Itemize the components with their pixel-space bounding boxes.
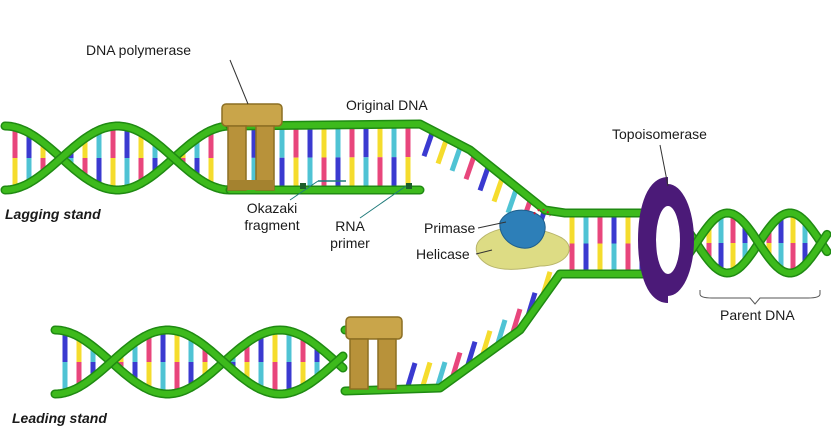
unpaired-base: [510, 308, 523, 333]
primase-label: Primase: [424, 220, 476, 236]
okazaki-fragment-label-line1: Okazaki: [246, 200, 298, 216]
okazaki-fragment-label-line2: fragment: [244, 217, 300, 233]
helicase-label: Helicase: [416, 246, 470, 262]
dna-polymerase-base: [228, 180, 274, 190]
unpaired-base: [435, 361, 448, 386]
topoisomerase-ring-hole: [656, 206, 680, 274]
okazaki-leader: [289, 180, 319, 201]
rna-primer-dots: [533, 208, 551, 217]
primase-body: [499, 209, 546, 249]
unpaired-base: [505, 188, 519, 214]
enzymes: [221, 103, 694, 390]
unpaired-base: [491, 177, 505, 203]
dna-polymerase-leading-leg-right: [377, 338, 397, 390]
dna-polymerase-label: DNA polymerase: [86, 42, 192, 58]
lagging-strand-label: Lagging stand: [5, 206, 101, 222]
rna-primer-label-line2: primer: [330, 235, 370, 251]
unpaired-base: [477, 166, 491, 192]
unpaired-base: [420, 361, 433, 387]
unpaired-base: [421, 132, 435, 158]
lagging-helix-strand-a: [2, 123, 233, 193]
topoisomerase-label: Topoisomerase: [612, 126, 707, 142]
topoisomerase-ring-front: [638, 177, 671, 303]
leading-template-strand: [342, 271, 671, 394]
rna-primer-label-line1: RNA: [335, 218, 365, 234]
leading-strand-label: Leading stand: [12, 410, 107, 426]
leading-helix-strand-a: [52, 327, 346, 397]
dna-polymerase-leading-leg-left: [349, 338, 369, 390]
okazaki-fragment-end: [300, 183, 306, 189]
label-leader-lines: [229, 59, 821, 305]
primase-leader: [477, 221, 507, 229]
unpaired-base: [450, 351, 463, 377]
unpaired-base: [435, 139, 449, 165]
dna-polymerase-top: [221, 103, 283, 127]
unpaired-base: [463, 155, 477, 181]
original-dna-upper-strand: [227, 121, 671, 216]
unpaired-base: [465, 340, 478, 366]
rna-primer-leader: [359, 185, 407, 219]
dna-polymerase-leader: [229, 59, 249, 105]
unpaired-base: [449, 146, 463, 172]
leading-helix-strand-b: [52, 327, 346, 397]
parent-dna-label: Parent DNA: [720, 307, 795, 323]
unpaired-base: [495, 319, 508, 344]
original-dna-label: Original DNA: [346, 97, 428, 113]
dna-polymerase-leading-top: [345, 316, 403, 340]
topoisomerase-leader: [659, 144, 669, 187]
unpaired-base: [480, 330, 493, 355]
parent-dna-bracket: [699, 290, 821, 305]
rna-primer-mark: [406, 183, 412, 189]
helicase-leader: [475, 249, 493, 255]
unpaired-base: [405, 362, 418, 387]
lagging-helix-strand-b: [2, 123, 233, 193]
